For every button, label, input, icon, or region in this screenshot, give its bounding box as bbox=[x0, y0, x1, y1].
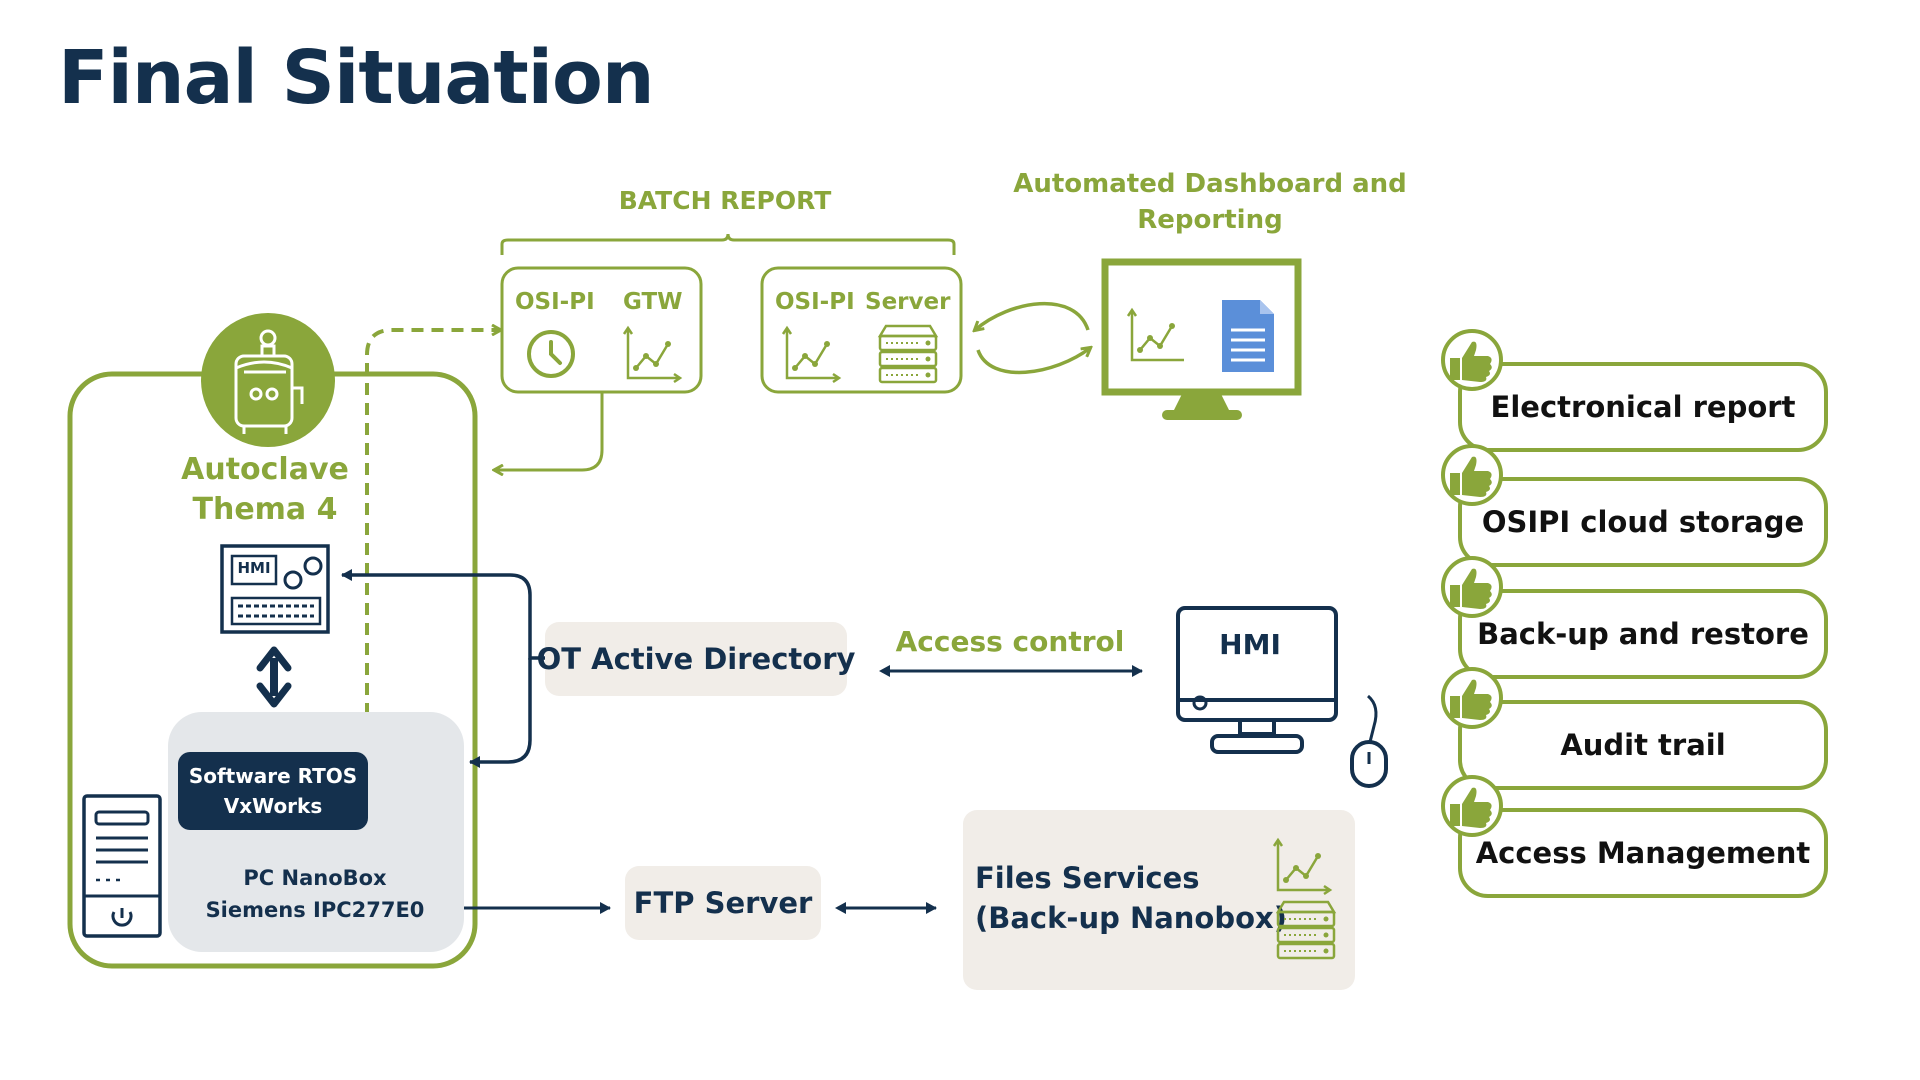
osipi-gtw-box bbox=[500, 266, 703, 394]
line-chart-icon bbox=[1272, 837, 1333, 896]
benefit-backup-restore: Back-up and restore bbox=[1458, 589, 1828, 679]
rtos-line1: Software RTOS bbox=[188, 764, 358, 788]
mouse-icon bbox=[1350, 694, 1388, 788]
dashed-data-link bbox=[365, 330, 500, 715]
server-icon bbox=[1275, 900, 1337, 960]
dashboard-title: Automated Dashboard and Reporting bbox=[1000, 166, 1420, 238]
pc-label-line2: Siemens IPC277E0 bbox=[205, 898, 425, 922]
sync-arrow-top bbox=[975, 301, 1090, 330]
autoclave-label: Autoclave Thema 4 bbox=[170, 450, 360, 530]
dashboard-title-line1: Automated Dashboard and bbox=[1013, 169, 1407, 199]
hmi-station-label: HMI bbox=[1219, 628, 1281, 661]
files-services-icons bbox=[1272, 837, 1337, 960]
files-services-label: Files Services (Back-up Nanobox) bbox=[975, 858, 1287, 938]
pc-label-line1: PC NanoBox bbox=[243, 866, 387, 890]
ftp-server-box: FTP Server bbox=[625, 866, 821, 940]
gtw-box-left-label: OSI-PI bbox=[515, 289, 595, 315]
thumbs-up-icon bbox=[1441, 329, 1503, 391]
page-title: Final Situation bbox=[58, 35, 655, 121]
gtw-box-right-label: GTW bbox=[623, 289, 683, 315]
thumbs-up-icon bbox=[1441, 444, 1503, 506]
sync-arrow-bottom bbox=[976, 348, 1090, 375]
autoclave-icon bbox=[201, 313, 335, 447]
dashboard-monitor-icon bbox=[1101, 258, 1302, 420]
thumbs-up-icon bbox=[1441, 556, 1503, 618]
software-rtos-box: Software RTOS VxWorks bbox=[178, 752, 368, 830]
batch-report-title: BATCH REPORT bbox=[618, 186, 832, 215]
autoclave-label-line1: Autoclave bbox=[181, 452, 349, 487]
files-services-line2: (Back-up Nanobox) bbox=[975, 901, 1287, 935]
rtos-line2: VxWorks bbox=[223, 794, 323, 818]
dashboard-title-line2: Reporting bbox=[1137, 205, 1283, 235]
benefit-audit-trail: Audit trail bbox=[1458, 700, 1828, 790]
autoclave-hmi-panel-icon bbox=[220, 544, 330, 634]
line-chart-icon bbox=[781, 325, 842, 384]
updown-arrow-icon bbox=[256, 646, 292, 708]
batch-report-brace bbox=[500, 233, 956, 255]
files-services-box bbox=[963, 810, 1355, 990]
thumbs-up-icon bbox=[1441, 775, 1503, 837]
document-icon bbox=[1222, 300, 1274, 372]
benefit-access-management: Access Management bbox=[1458, 808, 1828, 898]
clock-icon bbox=[527, 330, 575, 378]
thumbs-up-icon bbox=[1441, 667, 1503, 729]
benefit-osipi-cloud-storage: OSIPI cloud storage bbox=[1458, 477, 1828, 567]
line-chart-icon bbox=[622, 325, 683, 384]
server-box-left-label: OSI-PI bbox=[775, 289, 855, 315]
ot-ad-bracket-lower bbox=[469, 658, 532, 768]
tower-pc-icon bbox=[82, 794, 162, 938]
pc-nanobox-label: PC NanoBox Siemens IPC277E0 bbox=[200, 862, 430, 926]
ot-active-directory-box: OT Active Directory bbox=[537, 622, 855, 696]
server-icon bbox=[877, 324, 939, 384]
gtw-return-link bbox=[495, 392, 604, 470]
autoclave-label-line2: Thema 4 bbox=[192, 492, 338, 527]
autoclave-hmi-text: HMI bbox=[237, 559, 271, 577]
benefit-electronical-report: Electronical report bbox=[1458, 362, 1828, 452]
hmi-monitor-icon bbox=[1176, 606, 1338, 754]
ot-ad-bracket bbox=[341, 569, 545, 660]
access-control-label: Access control bbox=[895, 625, 1125, 658]
files-services-line1: Files Services bbox=[975, 861, 1200, 895]
server-box-right-label: Server bbox=[865, 289, 951, 315]
